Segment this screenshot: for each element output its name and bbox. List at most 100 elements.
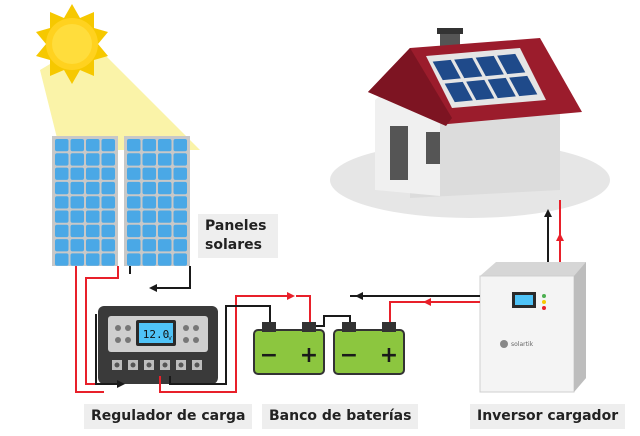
inverter-charger: solartik <box>479 262 586 393</box>
plus-icon: + <box>380 343 398 368</box>
solar-cell <box>86 167 100 180</box>
wire-panel-negative <box>95 266 191 388</box>
solar-panel-right <box>124 136 190 266</box>
solar-cell <box>55 139 69 152</box>
solar-cell <box>86 196 100 209</box>
battery-2: − + <box>333 322 405 375</box>
solar-cell <box>70 167 84 180</box>
solar-cell <box>158 139 172 152</box>
wire-battery-inverter-positive <box>389 298 480 322</box>
solar-cell <box>127 167 141 180</box>
solar-cell <box>142 196 156 209</box>
solar-cell <box>158 239 172 252</box>
solar-cell <box>142 181 156 195</box>
solar-cell <box>173 167 187 180</box>
solar-cell <box>86 139 100 152</box>
solar-cell <box>55 181 69 195</box>
roof-solar-cell <box>444 81 473 103</box>
solar-cell <box>86 224 100 238</box>
solar-cell <box>127 196 141 209</box>
house <box>368 28 582 198</box>
solar-cell <box>173 224 187 238</box>
solar-cell <box>142 224 156 238</box>
solar-cell <box>86 181 100 195</box>
regulator-voltage: 12.0 <box>143 328 170 341</box>
solar-cell <box>127 224 141 238</box>
house-window <box>426 132 440 164</box>
solar-cell <box>101 253 115 266</box>
terminal-screw <box>162 362 168 368</box>
wire-battery-link <box>316 315 351 327</box>
roof-solar-cell <box>454 57 483 79</box>
solar-cell <box>158 253 172 266</box>
solar-cell <box>173 253 187 266</box>
solar-cell <box>70 153 84 166</box>
solar-cell <box>142 253 156 266</box>
solar-cell <box>158 224 172 238</box>
solar-cell <box>101 181 115 195</box>
solar-cell <box>86 210 100 223</box>
battery-1: − + <box>253 322 325 375</box>
roof-solar-cell <box>509 75 538 97</box>
solar-cell <box>55 153 69 166</box>
solar-cell <box>158 167 172 180</box>
solar-panel-left <box>52 136 118 266</box>
solar-cell <box>101 139 115 152</box>
terminal-screw <box>130 362 136 368</box>
solar-cell <box>55 224 69 238</box>
wire-reg-battery-negative <box>169 305 271 385</box>
solar-cell <box>86 253 100 266</box>
solar-cell <box>158 153 172 166</box>
roof-solar-cell <box>475 55 504 77</box>
solar-cell <box>127 153 141 166</box>
solar-cell <box>127 239 141 252</box>
solar-cell <box>173 139 187 152</box>
solar-cell <box>55 239 69 252</box>
label-inverter-charger: Inversor cargador <box>470 404 626 429</box>
solar-cell <box>101 224 115 238</box>
roof-solar-cell <box>497 53 526 75</box>
roof-solar-cell <box>487 77 516 99</box>
solar-cell <box>127 181 141 195</box>
solar-cell <box>70 224 84 238</box>
solar-cell <box>158 210 172 223</box>
label-battery-bank: Banco de baterías <box>262 404 419 429</box>
wire-inverter-house <box>544 200 564 262</box>
wire-reg-battery-positive <box>159 292 311 393</box>
solar-cell <box>70 181 84 195</box>
solar-cell <box>142 210 156 223</box>
inverter-brand: solartik <box>511 341 534 348</box>
solar-cell <box>127 139 141 152</box>
solar-cell <box>70 239 84 252</box>
terminal-screw <box>194 362 200 368</box>
terminal-screw <box>114 362 120 368</box>
solar-cell <box>86 239 100 252</box>
solar-cell <box>55 196 69 209</box>
solar-cell <box>173 210 187 223</box>
roof-solar-cell <box>466 79 495 101</box>
solar-cell <box>142 153 156 166</box>
solar-cell <box>158 196 172 209</box>
solar-cell <box>173 239 187 252</box>
solar-cell <box>173 196 187 209</box>
solar-cell <box>142 167 156 180</box>
solar-cell <box>70 196 84 209</box>
solar-cell <box>101 239 115 252</box>
plus-icon: + <box>300 343 318 368</box>
minus-icon: − <box>340 343 358 368</box>
terminal-screw <box>178 362 184 368</box>
solartik-logo-icon <box>500 340 508 348</box>
solar-cell <box>101 167 115 180</box>
solar-cell <box>70 210 84 223</box>
solar-cell <box>70 253 84 266</box>
solar-cell <box>142 139 156 152</box>
solar-cell <box>55 167 69 180</box>
terminal-screw <box>146 362 152 368</box>
house-roof-solar-panel <box>426 48 546 108</box>
label-charge-regulator: Regulador de carga <box>84 404 253 429</box>
solar-cell <box>55 210 69 223</box>
sun-icon <box>36 4 108 84</box>
solar-cell <box>86 153 100 166</box>
solar-cell <box>173 153 187 166</box>
